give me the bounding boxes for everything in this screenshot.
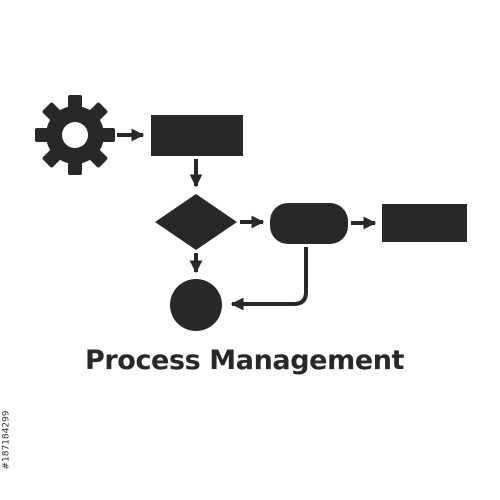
stock-id-label: #187184299	[0, 385, 14, 495]
decision-diamond	[155, 194, 237, 250]
diagram-caption: Process Management	[85, 345, 405, 376]
process-box-end	[382, 204, 467, 242]
rounded-process-box	[270, 203, 348, 244]
gear-icon	[35, 95, 115, 175]
stock-id-text: #187184299	[2, 410, 13, 470]
process-box-start	[151, 115, 243, 156]
terminal-circle	[170, 279, 222, 331]
arrow-rounded-to-circle	[230, 247, 308, 311]
